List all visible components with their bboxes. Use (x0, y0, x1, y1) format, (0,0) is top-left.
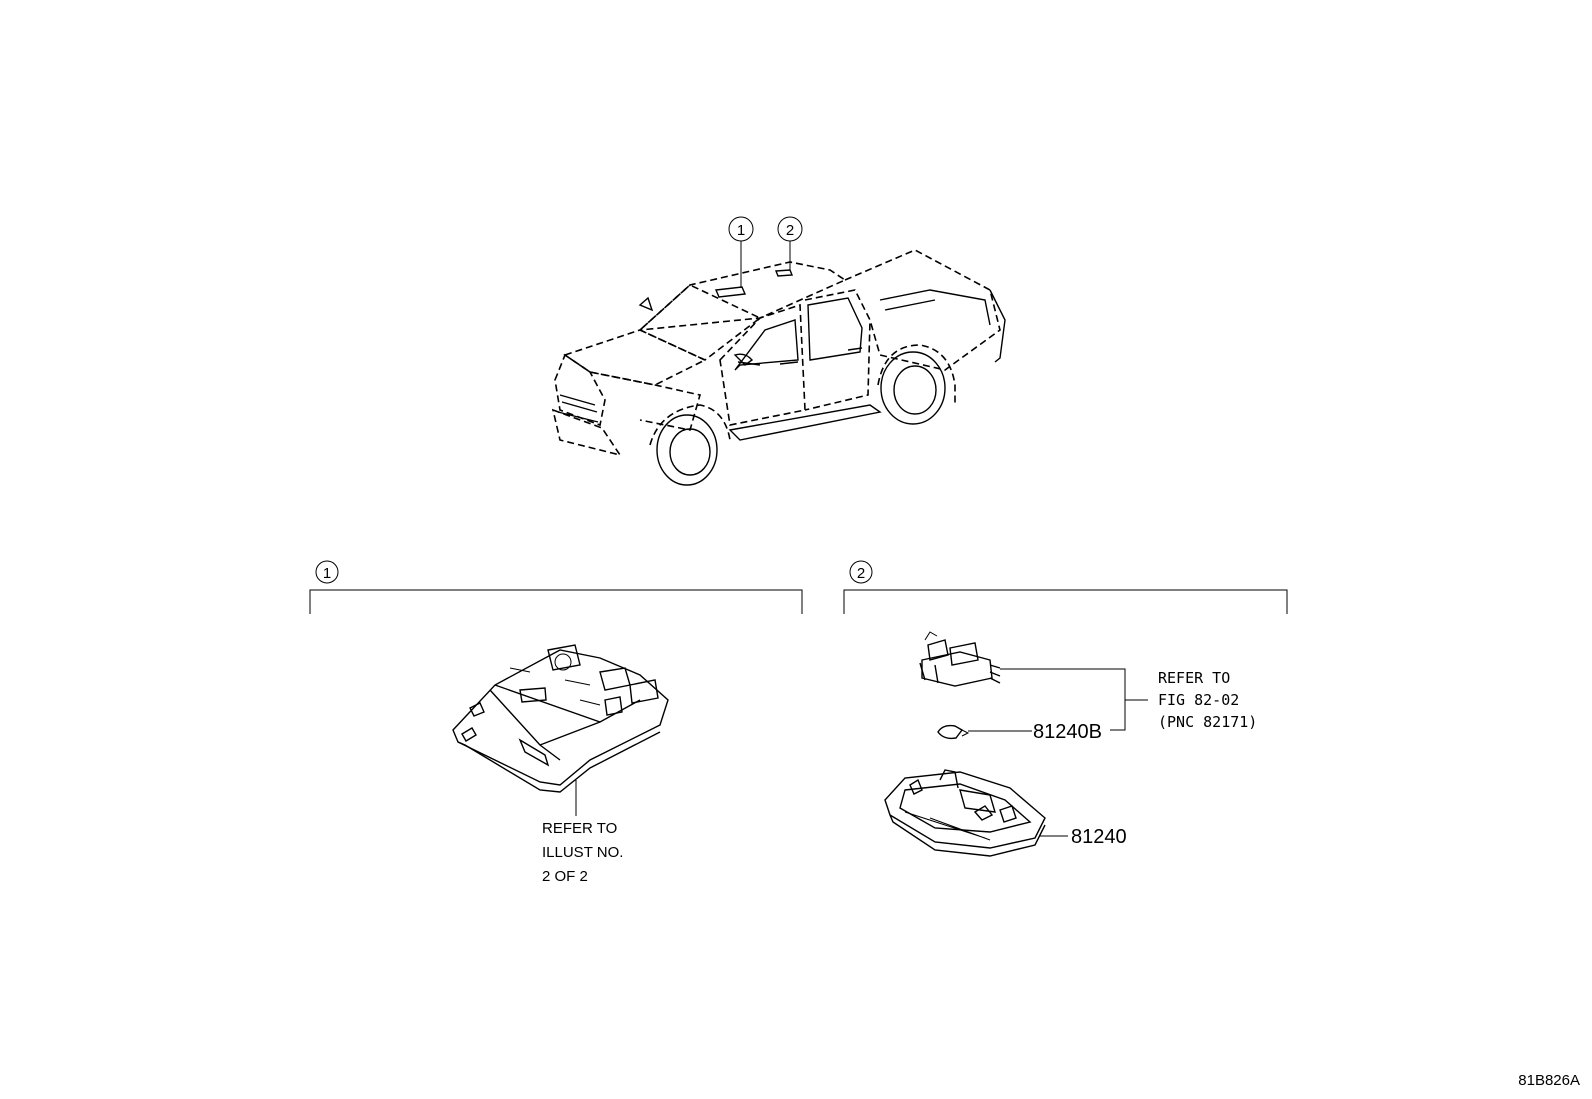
section-1-refer-line-2: ILLUST NO. (542, 844, 623, 861)
room-lamp-assembly-illustration (884, 769, 1046, 857)
callout-2-top: 2 (777, 216, 803, 242)
callout-1-top: 1 (728, 216, 754, 242)
section-1-refer-line-3: 2 OF 2 (542, 868, 588, 885)
section-2-bracket (843, 589, 1288, 614)
section-2: 2 81240B REFER TO FIG 82-02 (PNC 82171) (843, 560, 1288, 857)
section-1-bracket (309, 589, 803, 614)
overhead-console-illustration (452, 644, 669, 793)
section-1: 1 REFER TO ILLUST NO. 2 OF 2 (309, 560, 803, 885)
section-1-marker: 1 (323, 565, 331, 582)
bulb-socket-illustration (919, 631, 1001, 687)
illustration-code: 81B826A (1518, 1072, 1580, 1089)
section-2-marker: 2 (857, 565, 865, 582)
section-1-marker-circle (315, 560, 339, 584)
pickup-truck-illustration (551, 241, 1006, 486)
section-2-marker-circle (849, 560, 873, 584)
section-2-refer-line-1: REFER TO (1158, 669, 1230, 687)
part-number-81240b: 81240B (1033, 721, 1102, 743)
svg-text:1: 1 (737, 222, 745, 239)
section-1-refer-line-1: REFER TO (542, 820, 617, 837)
section-2-refer-line-3: (PNC 82171) (1158, 713, 1257, 731)
svg-text:2: 2 (786, 222, 794, 239)
wedge-bulb-illustration (937, 724, 970, 740)
part-number-81240: 81240 (1071, 826, 1127, 848)
section-2-refer-line-2: FIG 82-02 (1158, 691, 1239, 709)
